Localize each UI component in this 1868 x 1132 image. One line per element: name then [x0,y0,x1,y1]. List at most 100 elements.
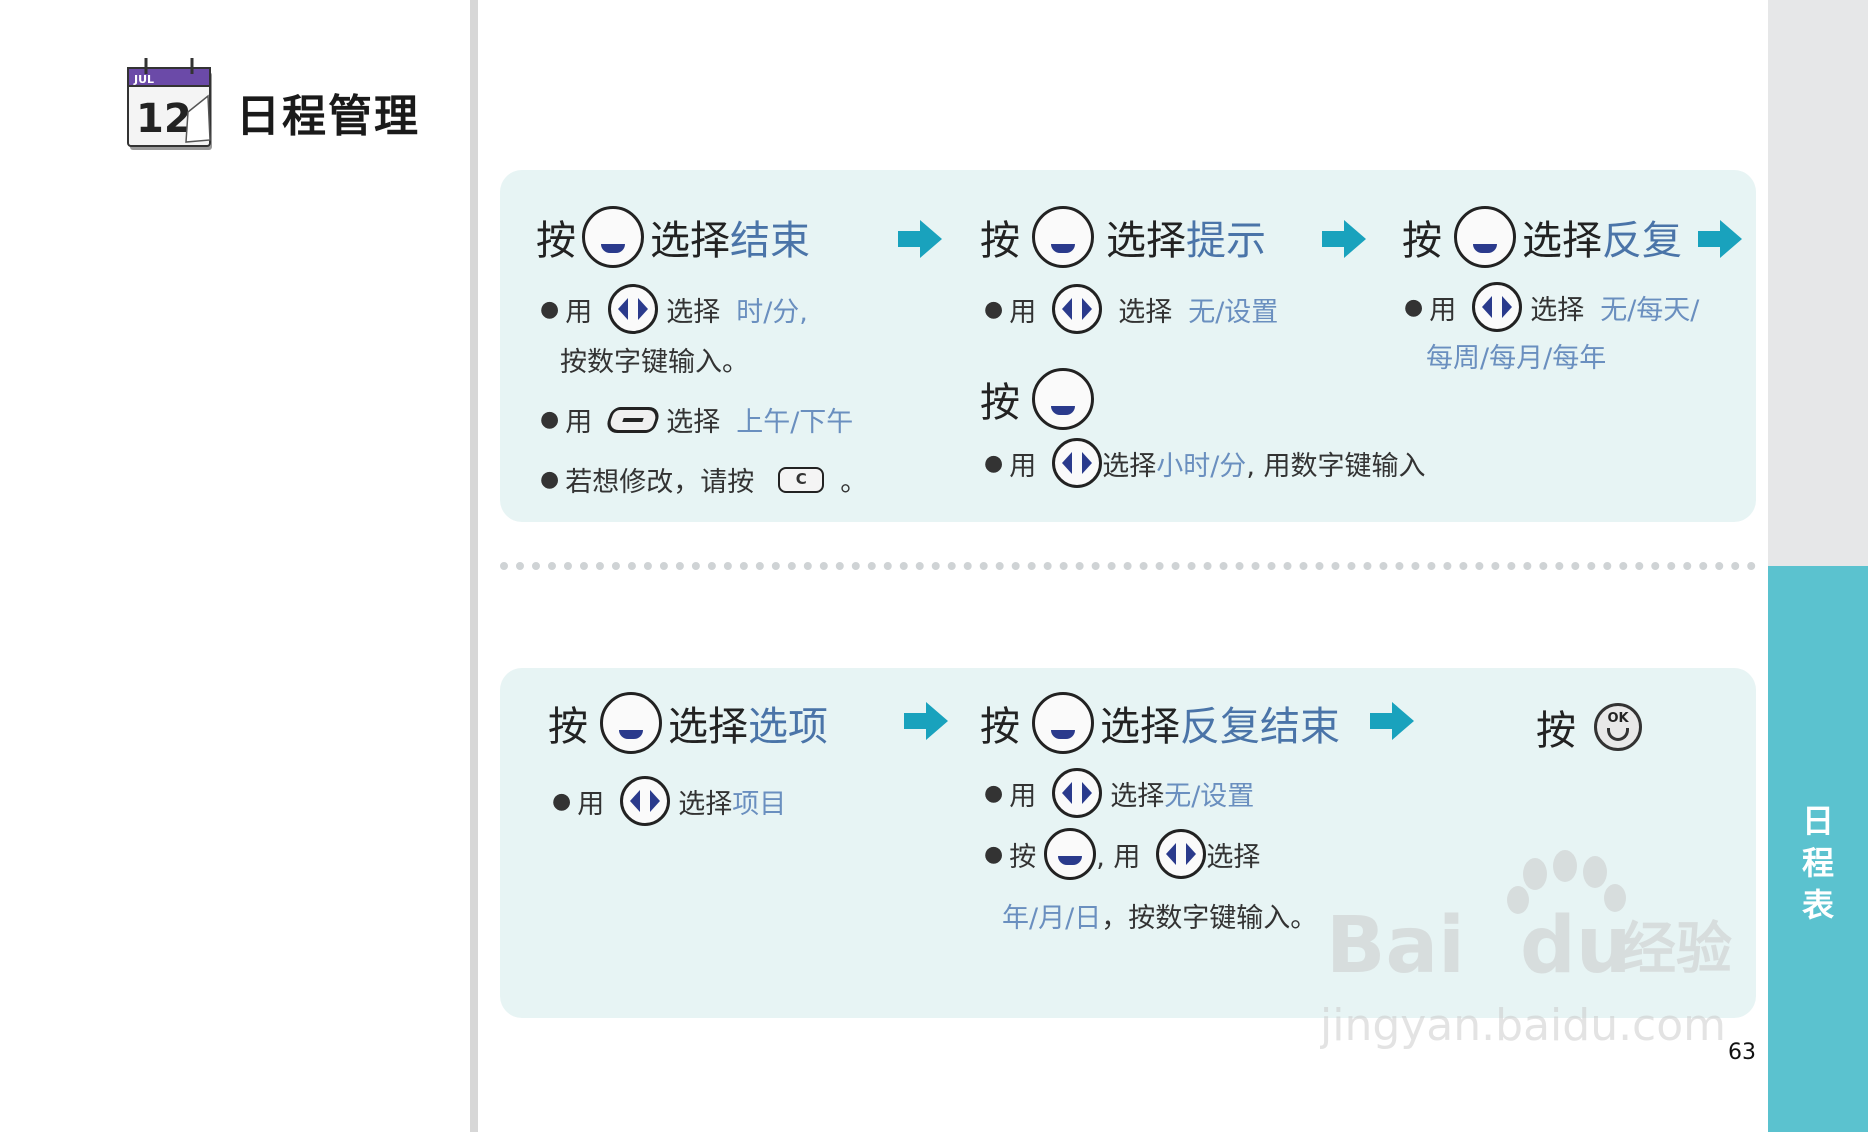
select-key-icon [1032,206,1094,268]
bullet-use-text: 用 [1009,296,1037,328]
side-tab-char: 日 [1801,802,1834,840]
bullet-continuation: 按数字键输入。 [560,347,749,378]
step-press-text: 按 [980,704,1020,750]
bullet-text: 若想修改，请按 [565,467,755,498]
step-press-text: 按 [548,704,588,750]
bullet-item: ●用 选择 项目 [552,776,786,826]
bullet-end: 。 [840,467,868,498]
arrow-right-icon [1698,220,1742,258]
bullet-item: ●用 选择 无/每天/ [1404,282,1699,332]
option-values: 时/分, [736,296,808,328]
step-target: 提示 [1186,218,1266,264]
steps-panel-bottom [500,668,1756,1018]
step-heading: 按 选择 反复结束 [980,692,1340,754]
minus-key-icon [603,406,663,433]
select-key-icon [1032,692,1094,754]
step-press-text: 按 [536,218,576,264]
nav-key-icon [608,284,659,334]
select-key-icon [1044,828,1097,880]
bullet-select-text: 选择 [666,296,721,328]
bullet-select-text: 选择 [1118,296,1173,328]
nav-key-icon [1052,438,1103,488]
nav-key-icon [1472,282,1523,332]
dotted-divider [500,562,1756,570]
arrow-right-icon [1322,220,1366,258]
step-select-text: 选择 [668,704,748,750]
bullet-item: ●用 选择 无/设置 [984,768,1254,818]
bullet-use-text: , 用 [1096,841,1141,873]
watermark-text: du [1520,901,1631,991]
step-heading: 按 选择 提示 [980,206,1266,268]
side-strip-top [1768,0,1868,566]
step-select-text: 选择 [650,218,730,264]
steps-panel-top [500,170,1756,522]
option-values: 无/设置 [1188,296,1279,328]
option-values: 无/设置 [1164,780,1255,812]
option-values: 小时/分 [1156,450,1247,482]
arrow-right-icon [898,220,942,258]
bullet-item: ●用 选择 无/设置 [984,284,1278,334]
bullet-continuation: 每周/每月/每年 [1426,336,1606,375]
watermark-text: Bai [1326,901,1465,991]
bullet-select-text: 选择 [1530,294,1585,326]
nav-key-icon [1052,768,1103,818]
step-select-text: 选择 [1522,218,1602,264]
baidu-watermark: Bai du 经验 jingyan.baidu.com [1320,850,1732,1051]
step-press-text: 按 [1402,218,1442,264]
arrow-right-icon [904,702,948,740]
bullet-tail: ，按数字键输入。 [1101,903,1318,934]
select-key-icon [600,692,662,754]
step-select-text: 选择 [1100,704,1180,750]
step-heading: 按 选择 结束 [536,206,810,268]
option-values: 无/每天/ [1600,294,1700,326]
step-target: 反复 [1602,218,1682,264]
clear-key-icon: C [778,466,825,493]
option-values: 上午/下午 [736,407,854,438]
watermark-text: 经验 [1620,917,1732,982]
step-heading: 按 [980,368,1094,430]
calendar-month: JUL [133,73,154,86]
step-press-text: 按 [980,218,1020,264]
bullet-press-text: 按 [1009,841,1037,873]
option-values: 项目 [732,788,787,820]
option-values: 每周/每月/每年 [1426,343,1607,374]
ok-key-icon: OK [1594,703,1642,751]
side-tab-char: 表 [1801,886,1834,924]
bullet-select-text: 选择 [666,407,721,438]
option-values: 年/月/日 [1002,903,1102,934]
bullet-item: ●用 选择 小时/分 , 用数字键输入 [984,438,1425,488]
bullet-tail: , 用数字键输入 [1246,450,1426,482]
page-divider [470,0,478,1132]
bullet-item: ●按 , 用 选择 [984,828,1260,880]
bullet-use-text: 用 [1009,450,1037,482]
page-title: 日程管理 [236,91,420,142]
nav-key-icon [620,776,671,826]
bullet-use-text: 用 [577,788,605,820]
side-tab-char: 程 [1801,844,1834,882]
step-target: 反复结束 [1180,704,1340,750]
bullet-select-text: 选择 [1206,841,1261,873]
step-target: 结束 [730,218,810,264]
step-heading: 按 选择 反复 [1402,206,1682,268]
step-heading: 按 OK [1536,698,1642,756]
step-target: 选项 [748,704,828,750]
bullet-use-text: 用 [565,296,593,328]
calendar-day: 12 [136,96,192,142]
calendar-icon: JUL 12 [127,58,212,150]
bullet-select-text: 选择 [678,788,733,820]
nav-key-icon [1156,829,1207,879]
nav-key-icon [1052,284,1103,334]
bullet-continuation: 年/月/日，按数字键输入。 [1002,896,1317,935]
step-heading: 按 选择 选项 [548,692,828,754]
bullet-use-text: 用 [1009,780,1037,812]
select-key-icon [582,206,644,268]
side-tab [1768,566,1868,1132]
select-key-icon [1454,206,1516,268]
side-tab-label: 日 程 表 [1768,800,1868,926]
step-press-text: 按 [1536,708,1576,754]
select-key-icon [1032,368,1094,430]
page-number: 63 [1728,1040,1756,1065]
bullet-item: ●若想修改，请按 C 。 [540,460,867,499]
bullet-select-text: 选择 [1102,450,1157,482]
bullet-item: ●用 选择 上午/下午 [540,400,853,439]
